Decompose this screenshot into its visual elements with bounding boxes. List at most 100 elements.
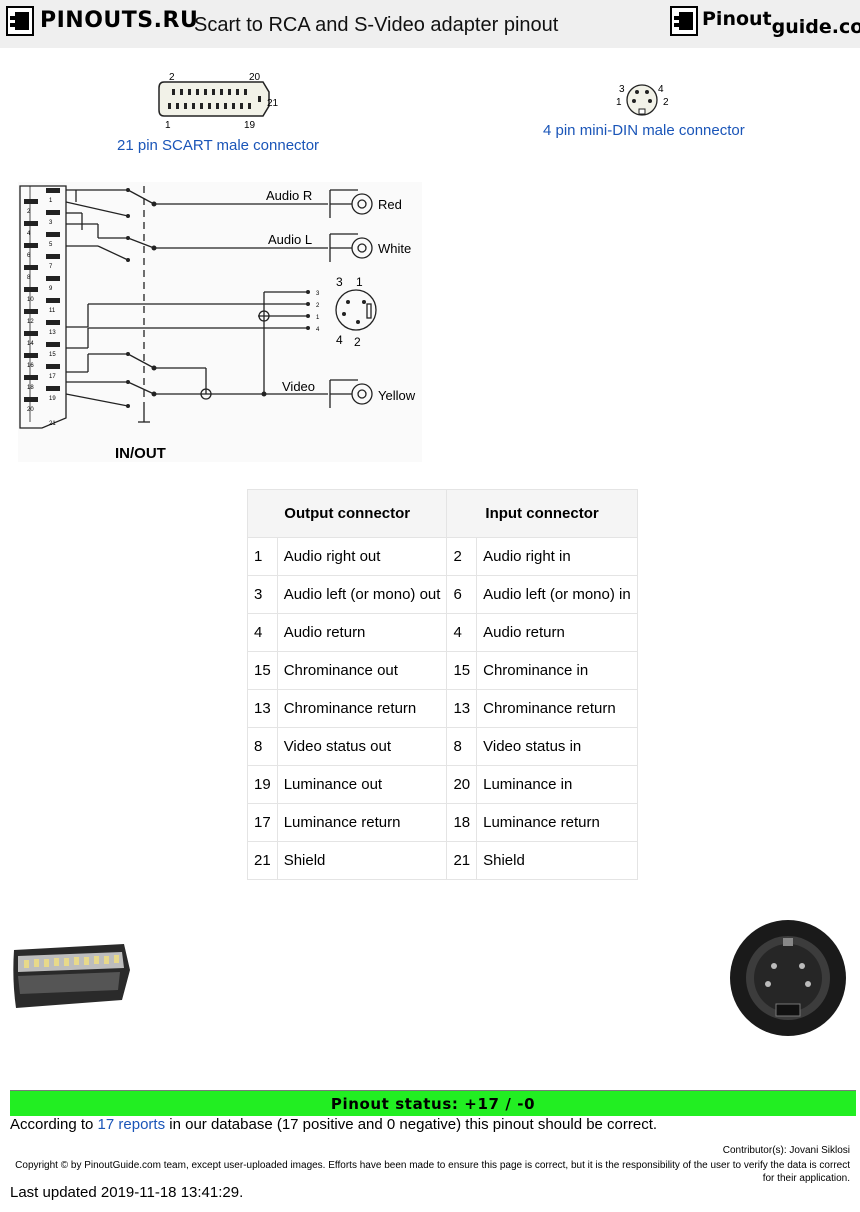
out-pin-cell: 21 [247,841,278,880]
out-pin-cell: 3 [247,575,278,614]
out-desc-cell: Video status out [276,727,448,766]
svideo-small-4: 4 [316,327,320,333]
scart-diagram-pin-3: 3 [49,220,53,226]
scart-diagram-pin-11: 11 [49,308,56,314]
svideo-small-3: 3 [316,291,320,297]
scart-pin-19: 19 [244,120,256,131]
mini-din-connector-link[interactable]: 4 pin mini-DIN male connector [543,122,745,139]
in-desc-cell: Shield [476,841,638,880]
scart-diagram-pin-14: 14 [27,341,34,347]
pinouts-ru-logo[interactable]: PINOUTS.RU [6,6,198,36]
scart-diagram-pin-13: 13 [49,330,56,336]
mini-din-pin-1: 1 [616,97,622,108]
pinout-status-bar: Pinout status: +17 / -0 [10,1090,856,1116]
in-pin-cell: 13 [446,689,478,728]
in-pin-cell: 2 [446,537,478,576]
scart-plug-photo [13,944,130,1008]
scart-pin-1: 1 [165,120,171,131]
scart-diagram-pin-6: 6 [27,253,31,259]
in-desc-cell: Audio right in [476,537,638,576]
scart-connector-link[interactable]: 21 pin SCART male connector [117,137,320,154]
svideo-pin-2: 2 [354,335,361,349]
out-pin-cell: 13 [247,689,278,728]
scart-diagram-pin-20: 20 [27,407,34,413]
scart-diagram-pin-8: 8 [27,275,31,281]
mini-din-connector-drawing: 3 4 1 2 [616,84,669,116]
plug-logo-icon [6,6,34,36]
mini-din-pin-3: 3 [619,84,625,95]
svideo-small-2: 2 [316,303,320,309]
page-title: Scart to RCA and S-Video adapter pinout [194,14,559,36]
copyright-notice: Copyright © by PinoutGuide.com team, exc… [15,1160,850,1184]
video-label: Video [282,379,315,394]
wiring-diagram: Audio R Audio L Video Red White Yellow I… [18,182,422,462]
brand-guide: guide.com [771,16,860,38]
scart-diagram-pin-7: 7 [49,264,53,270]
mini-din-socket-photo [730,920,846,1036]
mini-din-pin-2: 2 [663,97,669,108]
pinoutguide-logo[interactable]: Pinout guide.com [670,6,860,38]
table-header-row: Output connector Input connector [246,489,638,538]
out-desc-cell: Luminance out [276,765,448,804]
out-desc-cell: Luminance return [276,803,448,842]
in-desc-cell: Luminance in [476,765,638,804]
out-desc-cell: Audio right out [276,537,448,576]
scart-pin-21: 21 [267,98,279,109]
in-pin-cell: 6 [446,575,478,614]
brand-pinout: Pinout [702,8,772,30]
scart-connector-drawing: 2 20 21 1 19 [158,72,279,131]
scart-diagram-pin-9: 9 [49,286,53,292]
red-jack-label: Red [378,197,402,212]
scart-diagram-pin-1: 1 [49,198,53,204]
scart-diagram-pin-10: 10 [27,297,34,303]
out-pin-cell: 19 [247,765,278,804]
audio-r-label: Audio R [266,188,312,203]
out-pin-cell: 15 [247,651,278,690]
pinoutguide-logo-icon [670,6,698,36]
in-desc-cell: Audio return [476,613,638,652]
according-prefix: According to [10,1116,98,1133]
scart-diagram-pin-18: 18 [27,385,34,391]
scart-pin-2: 2 [169,72,175,83]
status-description: According to 17 reports in our database … [10,1116,657,1133]
reports-link[interactable]: 17 reports [97,1116,166,1133]
yellow-jack-label: Yellow [378,388,416,403]
contributors: Contributor(s): Jovani Siklosi [722,1145,850,1156]
scart-diagram-pin-16: 16 [27,363,34,369]
in-pin-cell: 4 [446,613,478,652]
svideo-pin-3: 3 [336,275,343,289]
svideo-small-1: 1 [316,315,320,321]
out-desc-cell: Shield [276,841,448,880]
according-suffix: in our database (17 positive and 0 negat… [165,1116,658,1133]
scart-diagram-pin-19: 19 [49,396,56,402]
out-pin-cell: 8 [247,727,278,766]
io-label: IN/OUT [115,445,166,462]
in-desc-cell: Chrominance return [476,689,638,728]
svideo-pin-4: 4 [336,333,343,347]
in-pin-cell: 15 [446,651,478,690]
scart-diagram-pin-17: 17 [49,374,56,380]
white-jack-label: White [378,241,411,256]
in-desc-cell: Chrominance in [476,651,638,690]
out-desc-cell: Audio return [276,613,448,652]
scart-diagram-pin-15: 15 [49,352,56,358]
in-pin-cell: 21 [446,841,478,880]
in-desc-cell: Audio left (or mono) in [476,575,638,614]
scart-diagram-pin-2: 2 [27,209,31,215]
in-pin-cell: 18 [446,803,478,842]
scart-diagram-pin-4: 4 [27,231,31,237]
page-header: PINOUTS.RU Scart to RCA and S-Video adap… [0,0,860,48]
in-desc-cell: Luminance return [476,803,638,842]
output-connector-header: Output connector [246,489,448,538]
out-pin-cell: 17 [247,803,278,842]
svideo-pin-1: 1 [356,275,363,289]
